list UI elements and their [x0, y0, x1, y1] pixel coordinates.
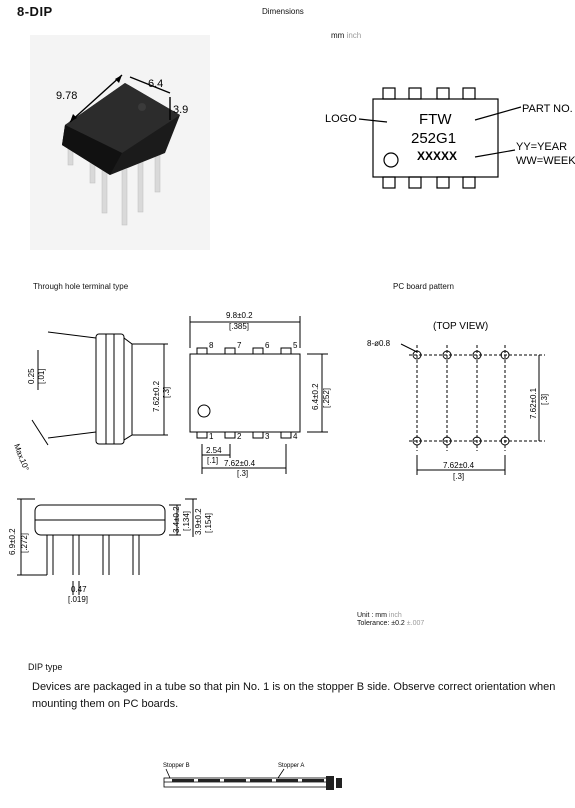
unit-label: Unit :	[357, 612, 374, 619]
pin-3-label: 3	[265, 432, 270, 441]
max-angle-dim: 10°	[18, 458, 31, 472]
through-hole-drawing: 0.25 [.01] 7.62±0.2 [.3] Max. 10°	[12, 331, 171, 472]
logo-label: LOGO	[325, 113, 357, 125]
pcb-horizontal-dim: 7.62±0.4	[443, 461, 475, 470]
row-pitch-inch: [.3]	[237, 469, 248, 478]
lead-width-dim: 0.47	[71, 585, 87, 594]
pcb-row-spacing-inch: [.3]	[540, 394, 549, 405]
top-view-drawing: 9.8±0.2 [.385] 6.4±0.2 [.252] 2.54 [.1] …	[189, 311, 331, 478]
dimensions-heading: Dimensions	[262, 7, 304, 16]
pin-8-label: 8	[209, 341, 214, 350]
year-label: YY=YEAR	[516, 141, 567, 153]
unit-note: Unit : mm inch	[357, 612, 402, 619]
stopper-b-label: Stopper B	[163, 763, 190, 769]
pin-pitch-dim: 2.54	[206, 446, 222, 455]
pcb-hole-label: 8-ø0.8	[367, 339, 391, 348]
side-view-drawing: 6.9±0.2 [.272] 3.4±0.2 [.134] 3.9±0.2 [.…	[8, 498, 213, 604]
week-label: WW=WEEK	[516, 155, 575, 167]
marking-line-2: 252G1	[411, 130, 456, 147]
stopper-a-label: Stopper A	[278, 763, 304, 769]
tolerance-inch: ±.007	[406, 620, 425, 627]
unit-mm: mm	[375, 612, 387, 619]
lead-thickness-inch: [.01]	[37, 368, 46, 384]
lead-width-inch: [.019]	[68, 595, 88, 604]
body-length-inch: [.385]	[229, 322, 249, 331]
pin-pitch-inch: [.1]	[207, 456, 218, 465]
overall-height-dim: 6.9±0.2	[8, 528, 17, 555]
pcb-row-spacing-dim: 7.62±0.1	[529, 387, 538, 419]
body-width-dim: 6.4±0.2	[311, 383, 320, 410]
total-height-inch: [.154]	[204, 513, 213, 533]
marking-line-1: FTW	[419, 111, 452, 128]
pcb-pattern-drawing: (TOP VIEW) 8-ø0.8 7.62±0.1 [.3] 7.62±0.4…	[367, 321, 549, 481]
dip-description: Devices are packaged in a tube so that p…	[32, 681, 556, 710]
row-spacing-inch: [.3]	[162, 387, 171, 398]
package-title: 8-DIP	[17, 4, 53, 19]
body-width-inch: [.252]	[322, 388, 331, 408]
units-mm: mm	[331, 31, 345, 40]
tube-diagram: Stopper B Stopper A	[163, 763, 342, 790]
pcb-top-view-label: (TOP VIEW)	[433, 321, 488, 332]
unit-inch: inch	[388, 612, 402, 619]
row-pitch-dim: 7.62±0.4	[224, 459, 256, 468]
pcb-caption: PC board pattern	[393, 282, 454, 291]
marking-line-3: XXXXX	[417, 149, 457, 163]
pin-4-label: 4	[293, 432, 298, 441]
pin-1-label: 1	[209, 432, 214, 441]
pcb-horizontal-inch: [.3]	[453, 472, 464, 481]
units-legend: mm inch	[331, 31, 361, 40]
package-photo: 9.78 6.4 3.9	[30, 35, 210, 250]
photo-width-dim: 6.4	[148, 78, 163, 90]
body-height-dim: 3.4±0.2	[172, 506, 181, 533]
tolerance-mm: ±0.2	[391, 620, 405, 627]
tolerance-note: Tolerance: ±0.2 ±.007	[357, 620, 424, 627]
body-length-dim: 9.8±0.2	[226, 311, 253, 320]
pin-7-label: 7	[237, 341, 242, 350]
photo-length-dim: 9.78	[56, 90, 77, 102]
overall-height-inch: [.272]	[20, 533, 29, 553]
pin-2-label: 2	[237, 432, 242, 441]
body-height-inch: [.134]	[182, 511, 191, 531]
marking-diagram: LOGO PART NO. YY=YEAR WW=WEEK FTW 252G1 …	[325, 87, 575, 189]
tolerance-label: Tolerance:	[357, 620, 390, 627]
total-height-dim: 3.9±0.2	[194, 508, 203, 535]
lead-thickness-dim: 0.25	[27, 368, 36, 384]
part-no-label: PART NO.	[522, 103, 573, 115]
pin-6-label: 6	[265, 341, 270, 350]
photo-height-dim: 3.9	[173, 104, 188, 116]
through-hole-caption: Through hole terminal type	[33, 282, 129, 291]
row-spacing-dim: 7.62±0.2	[152, 380, 161, 412]
pin-5-label: 5	[293, 341, 298, 350]
units-inch: inch	[346, 31, 362, 40]
dip-heading: DIP type	[28, 662, 63, 672]
